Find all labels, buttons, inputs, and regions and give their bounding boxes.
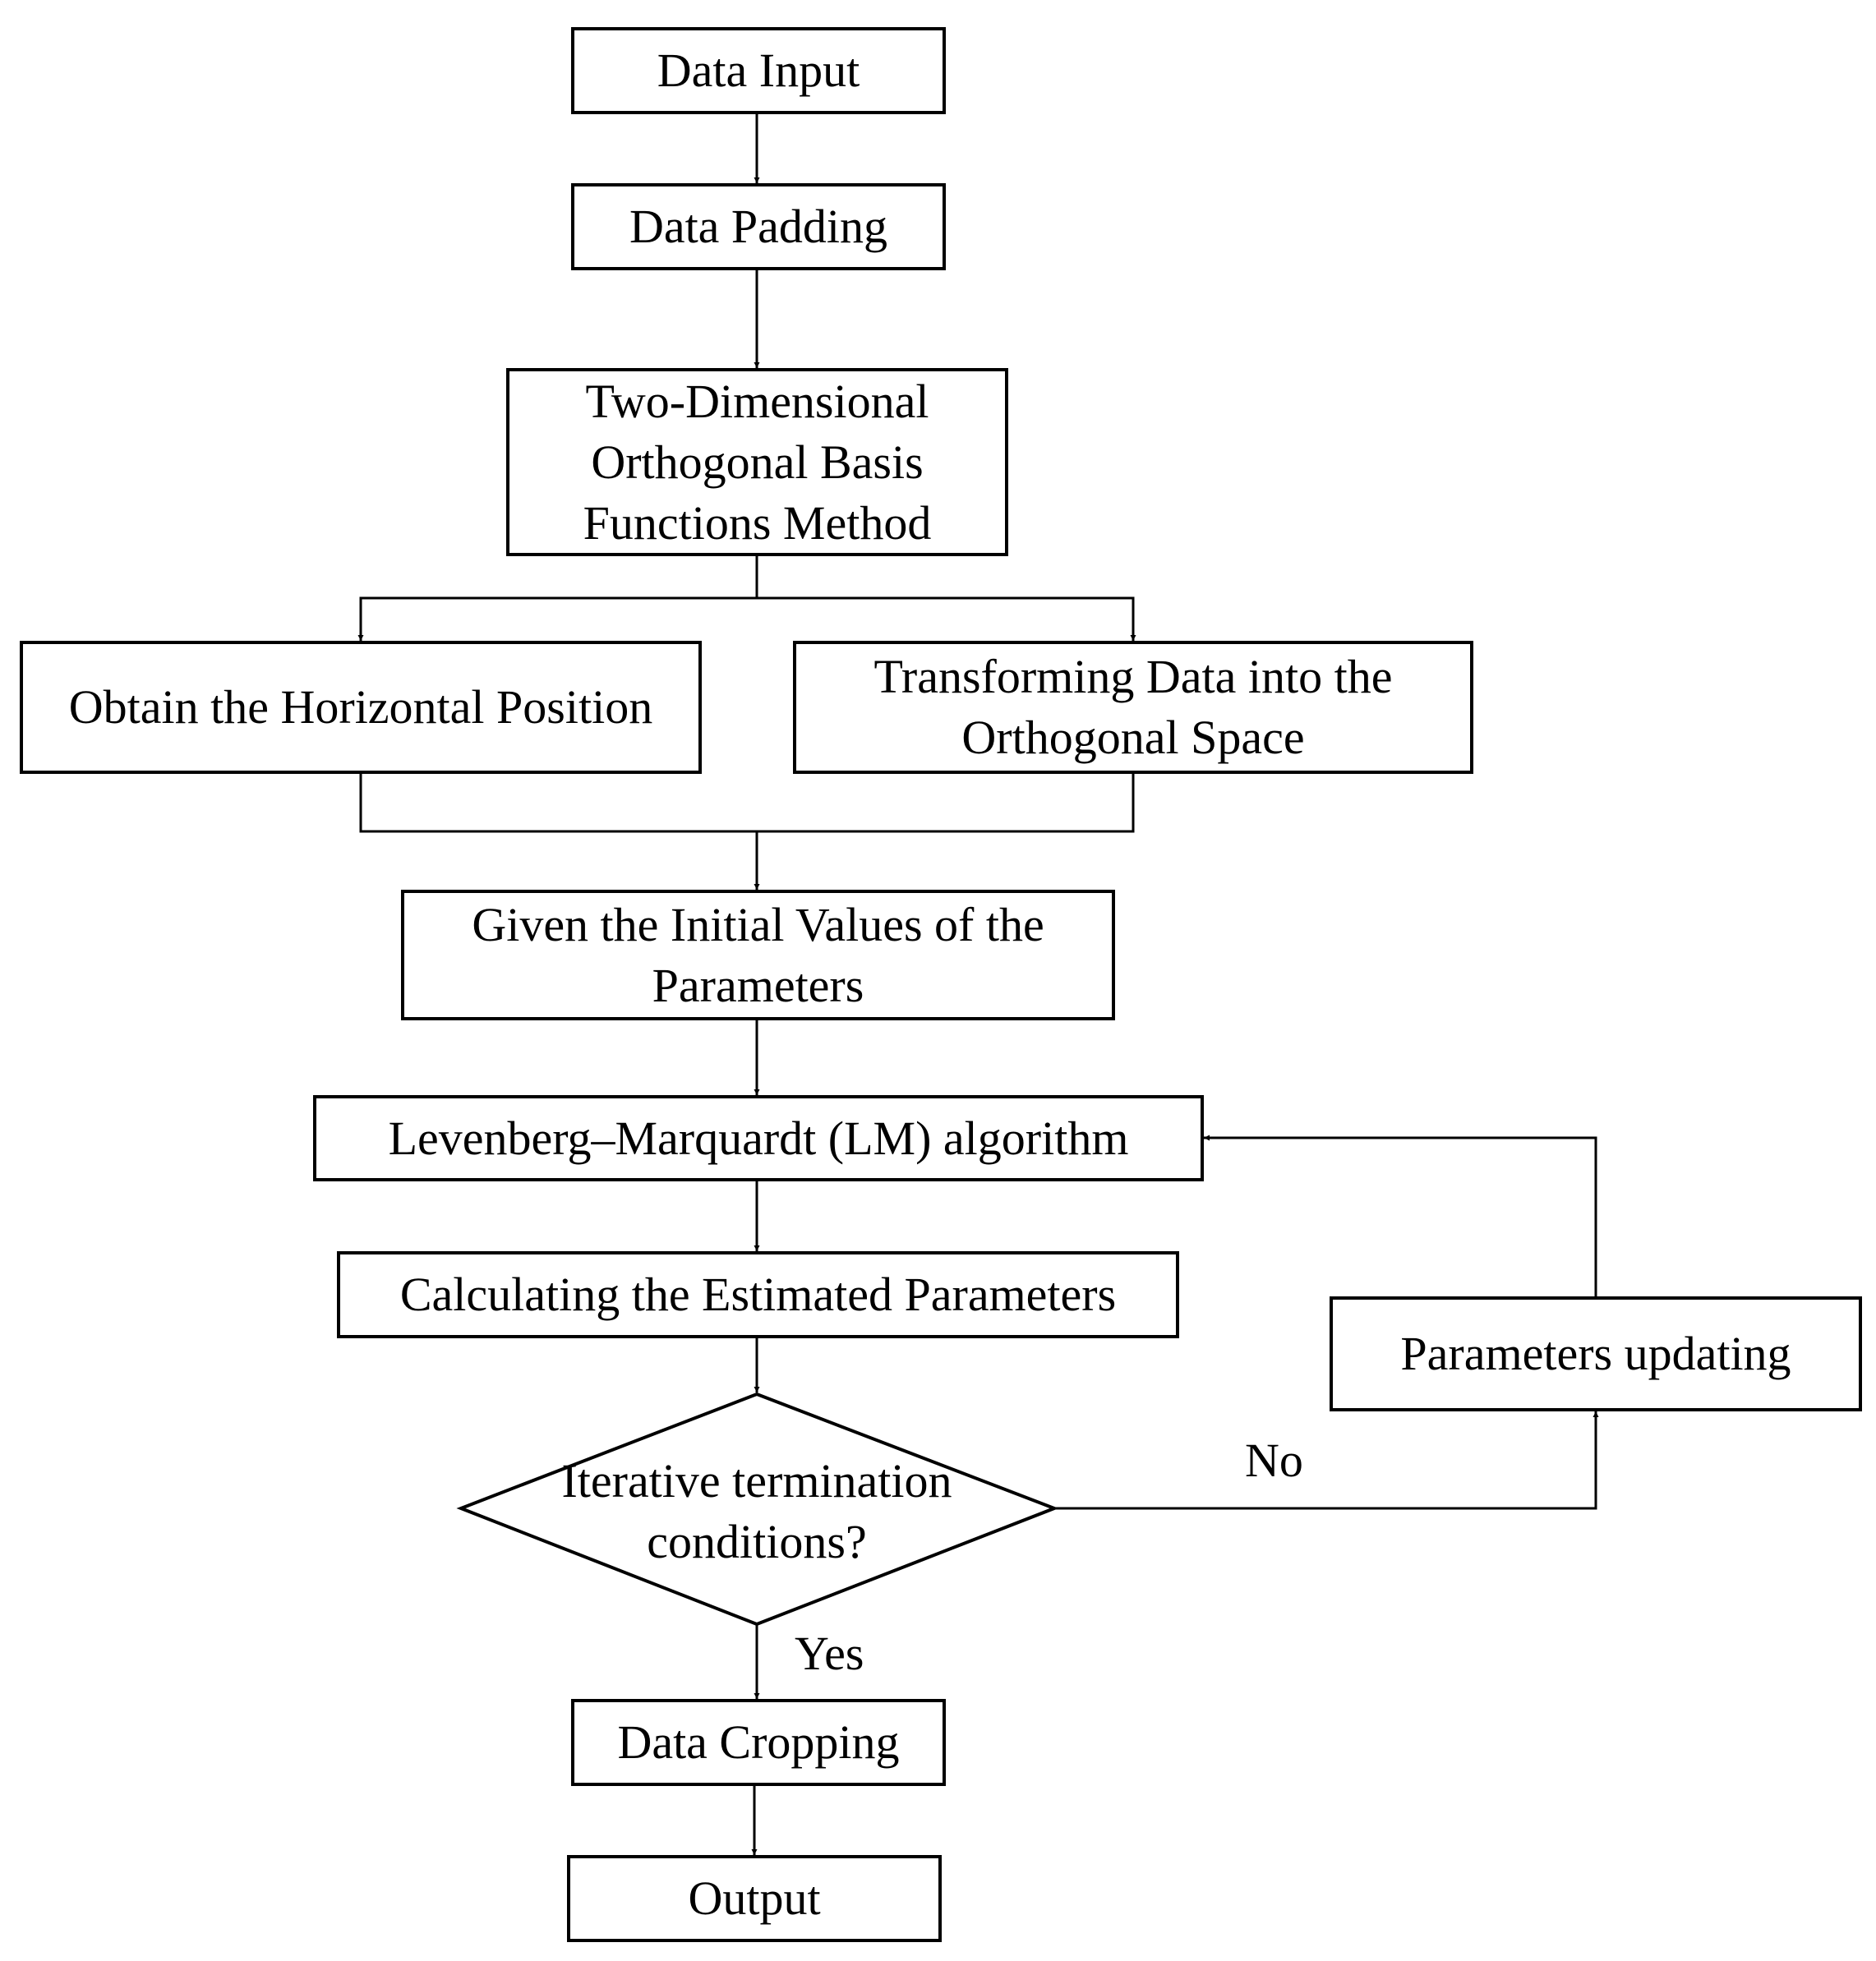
data-cropping-label: Data Cropping [617, 1715, 900, 1769]
edge-label-no: No [1245, 1434, 1303, 1487]
data-cropping-box [571, 1699, 946, 1786]
lm-algorithm-label: Levenberg–Marquardt (LM) algorithm [388, 1111, 1129, 1165]
lm-algorithm-box [313, 1095, 1204, 1181]
initial-values-label: Given the Initial Values of the Paramete… [472, 897, 1044, 1012]
basis-method-label: Two-Dimensional Orthogonal Basis Functio… [583, 374, 932, 550]
data-input-label: Data Input [657, 44, 860, 97]
initial-values-box [401, 890, 1115, 1020]
basis-method-box [506, 368, 1008, 556]
parameters-updating-box [1330, 1296, 1862, 1411]
data-padding-box [571, 183, 946, 270]
output-box [567, 1855, 942, 1942]
arrow-updating-to-lm [1204, 1135, 1597, 1298]
merge-horizontal-transform [359, 772, 1135, 833]
estimated-parameters-box [337, 1251, 1179, 1338]
horizontal-position-label: Obtain the Horizontal Position [68, 680, 653, 734]
split-basis-to-horizontal [357, 555, 758, 641]
termination-check-label: Iterative termination conditions? [561, 1454, 952, 1568]
horizontal-position-box [20, 641, 702, 774]
parameters-updating-label: Parameters updating [1400, 1327, 1791, 1380]
arrow-decision-no-to-updating [1054, 1411, 1599, 1510]
data-padding-label: Data Padding [629, 200, 888, 253]
data-input-box [571, 27, 946, 114]
transform-data-label: Transforming Data into the Orthogonal Sp… [873, 650, 1393, 764]
split-basis-to-transform [757, 596, 1136, 641]
edge-label-yes: Yes [795, 1627, 864, 1680]
estimated-parameters-label: Calculating the Estimated Parameters [399, 1268, 1117, 1321]
output-label: Output [688, 1871, 821, 1925]
